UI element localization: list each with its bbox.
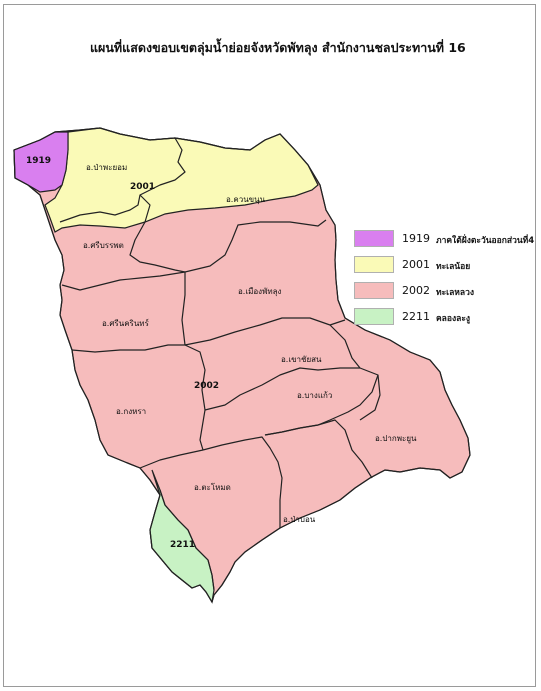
legend-name: ทะเลหลวง [436, 288, 475, 298]
map-code-2211: 2211 [170, 540, 195, 550]
legend-code: 1919 [402, 232, 430, 245]
legend-code: 2001 [402, 258, 430, 271]
map-code-2001: 2001 [130, 182, 155, 192]
map-code-2002: 2002 [194, 381, 219, 391]
district-label-pa-bon: อ.ป่าบอน [283, 515, 316, 524]
district-label-srinagarindra: อ.ศรีนครินทร์ [102, 318, 150, 328]
legend-code: 2211 [402, 310, 430, 323]
legend-swatch [354, 282, 394, 299]
district-label-khuan-khanun: อ.ควนขนุน [226, 195, 266, 204]
map-title: แผนที่แสดงขอบเขตลุ่มน้ำย่อยจังหวัดพัทลุง… [90, 40, 466, 55]
map-frame [3, 4, 536, 687]
district-label-si-banphot: อ.ศรีบรรพต [83, 241, 124, 250]
map-code-1919: 1919 [26, 156, 51, 166]
legend-swatch [354, 308, 394, 325]
district-label-mueang: อ.เมืองพัทลุง [238, 287, 282, 296]
legend-swatch [354, 256, 394, 273]
district-label-kong-ra: อ.กงหรา [116, 407, 146, 416]
legend-name: ภาคใต้ฝั่งตะวันออกส่วนที่4 [436, 236, 535, 246]
legend-swatch [354, 230, 394, 247]
district-label-tamot: อ.ตะโหมด [194, 482, 231, 492]
district-label-bang-kaeo: อ.บางแก้ว [297, 391, 332, 400]
district-label-pa-phayom: อ.ป่าพะยอม [86, 163, 127, 172]
legend-code: 2002 [402, 284, 430, 297]
district-boundaries [13, 127, 471, 603]
legend-name: ทะเลน้อย [436, 262, 471, 272]
district-label-khao-chaison: อ.เขาชัยสน [281, 355, 322, 364]
legend-name: คลองละงู [436, 314, 471, 324]
district-label-pak-phayun: อ.ปากพะยูน [375, 434, 417, 444]
